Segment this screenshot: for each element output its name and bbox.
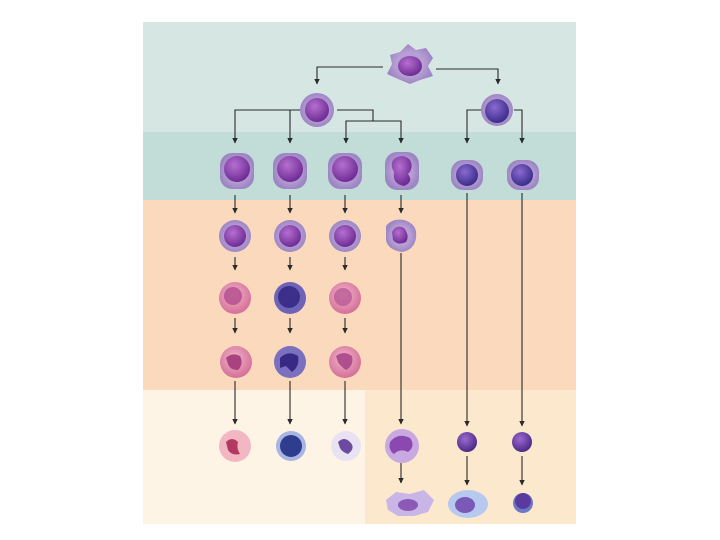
cell-col1-row4 — [220, 346, 252, 378]
basophil-cell — [276, 431, 306, 461]
macrophage-cell — [386, 490, 434, 516]
b-lymphocyte-cell — [457, 432, 477, 452]
plasma-cell — [448, 490, 488, 518]
stem-cell — [387, 44, 433, 84]
cell-col5-row1 — [451, 160, 483, 190]
cell-col4-row1 — [385, 152, 419, 190]
cell-col6-row1 — [507, 160, 539, 190]
cell-col2-row1 — [273, 153, 307, 189]
cell-col2-row4 — [274, 346, 306, 378]
cell-col1-row1 — [220, 153, 254, 189]
lymphoid-progenitor-cell — [481, 94, 513, 126]
row2-cells — [219, 219, 417, 252]
eosinophil-cell — [219, 430, 251, 462]
cell-col2-row3 — [274, 282, 306, 314]
row6-cells — [386, 490, 533, 518]
arrow-myeloid-to-neutrophil-line — [343, 120, 373, 144]
arrow-lymphoid-to-b-line — [464, 109, 482, 144]
cell-col3-row2 — [329, 220, 361, 252]
cell-col3-row4 — [329, 346, 361, 378]
cell-col1-row3 — [219, 282, 251, 314]
t-lymphocyte-cell — [512, 432, 532, 452]
arrow-myeloid-to-eosinophil-line — [232, 109, 302, 144]
row1-cells — [220, 152, 539, 190]
row5-cells — [219, 429, 532, 463]
arrow-stem-to-myeloid — [314, 66, 383, 85]
cell-col2-row2 — [274, 220, 306, 252]
row4-cells — [220, 346, 361, 378]
arrow-myeloid-to-monocyte-line — [373, 120, 404, 144]
cell-col4-row2 — [386, 219, 417, 252]
lineage-arrows — [232, 66, 525, 486]
row3-cells — [219, 282, 361, 314]
arrow-stem-to-lymphoid — [436, 68, 501, 85]
effector-t-cell — [513, 493, 533, 513]
cell-col1-row2 — [219, 220, 251, 252]
neutrophil-cell — [331, 431, 361, 461]
arrow-myeloid-split — [337, 109, 374, 121]
band-mature-granulocytes — [143, 390, 365, 524]
arrow-lymphoid-to-t-line — [514, 109, 525, 144]
cell-col3-row3 — [329, 282, 361, 314]
monocyte-cell — [385, 429, 419, 463]
myeloid-progenitor-cell — [300, 93, 334, 127]
cell-col3-row1 — [328, 153, 362, 189]
